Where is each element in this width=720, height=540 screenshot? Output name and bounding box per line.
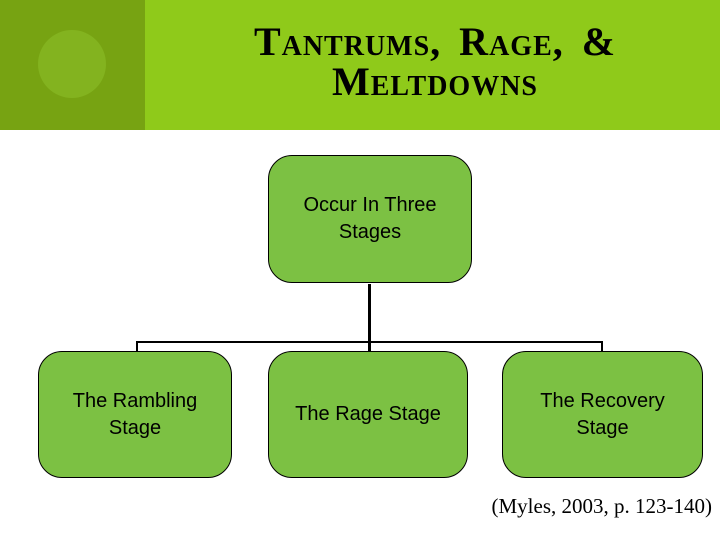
node-label-line: The Rage Stage <box>295 403 441 425</box>
node-label-line: Stages <box>338 221 402 243</box>
node-label-line: The Recovery <box>540 389 665 412</box>
node-label-line: The Rambling <box>72 389 198 412</box>
connector-root-vertical <box>368 284 371 343</box>
connector-drop-left <box>136 341 138 352</box>
node-label-line: Stage <box>576 416 629 439</box>
node-rambling-stage: The Rambling Stage <box>38 351 232 478</box>
node-recovery-stage: The Recovery Stage <box>502 351 703 478</box>
connector-drop-middle <box>368 341 371 352</box>
connector-drop-right <box>601 341 603 352</box>
citation-text: (Myles, 2003, p. 123-140) <box>491 494 712 518</box>
slide-title: Tantrums, Rage, & Meltdowns <box>150 22 720 102</box>
node-rage-stage: The Rage Stage <box>268 351 468 478</box>
slide-title-line-1: Tantrums, Rage, & <box>253 19 617 64</box>
node-label-line: Stage <box>108 416 162 439</box>
slide-title-line-2: Meltdowns <box>331 59 538 104</box>
header-accent-circle <box>38 30 106 98</box>
node-label-line: Occur In Three <box>303 194 437 216</box>
node-occur-in-three-stages: Occur In Three Stages <box>268 155 472 283</box>
